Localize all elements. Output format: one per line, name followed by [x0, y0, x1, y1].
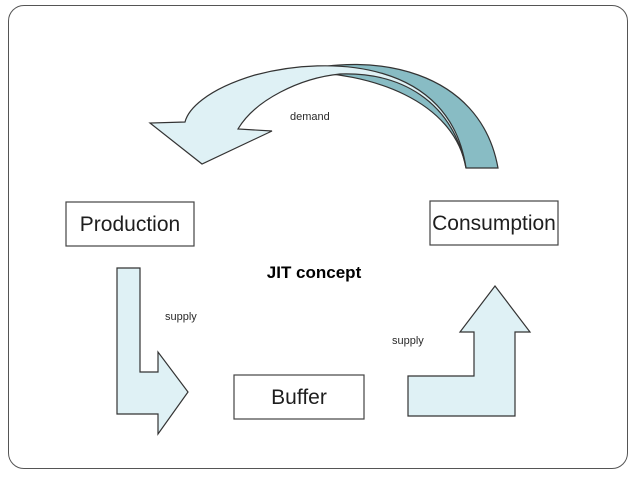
buffer-label: Buffer: [271, 386, 327, 409]
production-label: Production: [80, 213, 180, 236]
supply-right-label: supply: [392, 335, 424, 347]
consumption-box: [429, 200, 559, 246]
demand-arc-back: [297, 63, 499, 169]
supply-left-label: supply: [165, 311, 197, 323]
supply-arrow-left: [116, 267, 189, 436]
supply-arrow-right: [407, 285, 532, 417]
buffer-box: [233, 374, 365, 420]
consumption-label: Consumption: [432, 212, 556, 235]
diagram-title: JIT concept: [267, 263, 362, 282]
demand-label: demand: [290, 111, 330, 123]
production-box: [65, 201, 195, 247]
demand-arrow: [148, 65, 467, 169]
